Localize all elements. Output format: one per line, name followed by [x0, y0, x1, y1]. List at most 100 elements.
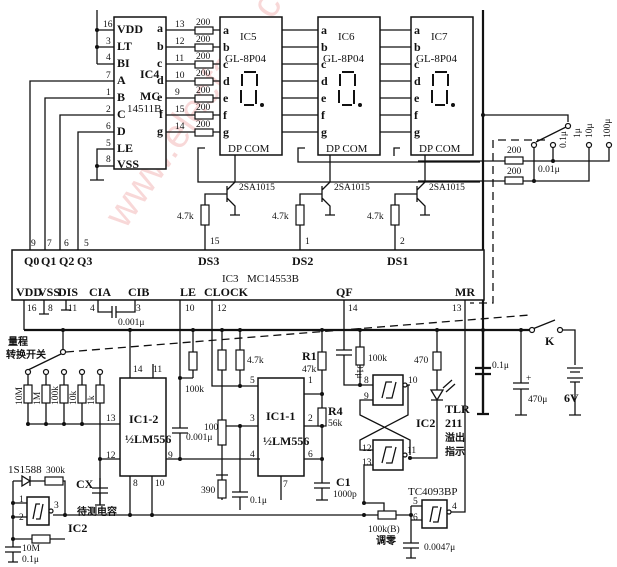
range-switch: 200 200 0.01μ 0.1μ 1μ 10μ 100μ	[418, 119, 613, 185]
ic4-pin-num: 6	[106, 122, 111, 132]
ic4-pin-num: 4	[106, 53, 111, 63]
ic3-ds2: DS2	[292, 254, 313, 268]
ic4-pin-num: 3	[106, 37, 111, 47]
r1-val: 47k	[302, 365, 317, 375]
led-desc: 溢出	[445, 431, 465, 444]
r10m-label: 10M	[22, 544, 41, 554]
ic3-ds3: DS3	[198, 254, 219, 268]
display-pin-label: d	[321, 74, 328, 88]
le-cap-label: 0.001μ	[186, 433, 212, 443]
r4-label: R4	[328, 404, 343, 418]
r-200-2: 200	[507, 167, 522, 177]
base-resistor-label: 4.7k	[272, 212, 289, 222]
range-resistor	[23, 384, 33, 404]
cap-0.1u-label: 0.1μ	[492, 361, 509, 371]
ic3-pin-num: 8	[48, 304, 53, 314]
decimal-point	[260, 103, 264, 107]
segment-resistor-label: 200	[196, 52, 211, 62]
pin: 7	[283, 480, 288, 490]
display-pin-label: a	[223, 23, 229, 37]
display-6	[317, 16, 381, 156]
display-part: GL-8P04	[323, 53, 364, 65]
pin: 2	[308, 414, 313, 424]
pin: 13	[362, 458, 372, 468]
pin: 10	[408, 376, 418, 386]
range-switch-contact	[60, 368, 68, 376]
transistor-part: 2SA1015	[429, 183, 465, 193]
display-pin-label: e	[223, 91, 229, 105]
base-resistor	[390, 204, 400, 226]
ic4-out-num: 9	[175, 88, 180, 98]
display-part: GL-8P04	[225, 53, 266, 65]
ic4-out-label: g	[157, 124, 163, 138]
ic3-pin-num: 3	[136, 304, 141, 314]
display-name: IC6	[338, 31, 355, 43]
range-resistor-label: 1k	[87, 395, 97, 405]
cap-470u-label: 470μ	[528, 395, 547, 405]
r4-val: 56k	[328, 419, 343, 429]
ic4-pin-label: C	[117, 107, 126, 121]
range-switch-contact	[96, 368, 104, 376]
switch-pos-label: 0.1μ	[559, 131, 569, 148]
ic3-pin-num: 16	[27, 304, 37, 314]
ic3-pin-label: CIB	[128, 285, 149, 299]
r47k-label: 4.7k	[247, 356, 264, 366]
range-switch-label: 转换开关	[6, 348, 46, 361]
display-pin-label: c	[321, 57, 327, 71]
ic4-out-num: 14	[175, 122, 185, 132]
r300k-label: 300k	[46, 466, 65, 476]
diode-label: 1S1588	[8, 464, 42, 476]
ic4-pin-label: VSS	[117, 157, 139, 171]
ic4-pin-label: LT	[117, 39, 132, 53]
ic1-1-timer: IC1-1 ½LM556 5 1 3 2 4 6 7	[250, 376, 313, 490]
oscillator: 1S1588 300k 10M 0.1μ IC2 1 2 3	[5, 464, 87, 565]
pin: 1	[308, 376, 313, 386]
power-section: 0.1μ + 470μ 6V	[475, 328, 583, 416]
ic3-pin-num: 2	[400, 237, 405, 247]
ic3-pin-num: 13	[452, 304, 462, 314]
c1-val: 1000p	[333, 490, 357, 500]
ic4-pin-label: VDD	[117, 22, 143, 36]
pin: 9	[168, 451, 173, 461]
segment-resistor-label: 200	[196, 120, 211, 130]
r1-label: R1	[302, 349, 317, 363]
display-name: IC5	[240, 31, 257, 43]
ic4-pin-num: 1	[106, 88, 111, 98]
seven-segment-glyph	[431, 71, 449, 106]
ic3-pin-num: 11	[68, 304, 77, 314]
pin: 4	[452, 502, 457, 512]
battery-label: 6V	[564, 391, 579, 405]
display-pin-label: b	[321, 40, 328, 54]
switch-pos-label: 1μ	[573, 128, 583, 138]
power-switch-label[interactable]: K	[545, 334, 555, 348]
ic4-name: IC4	[140, 67, 159, 81]
zero-adjust[interactable]: 100k(B) 调零 5 6 4 TC4093BP 0.0047μ	[340, 486, 458, 559]
ic4-pin-num: 8	[106, 155, 111, 165]
ic2-latch: 8 9 10 12 13 11 IC2	[362, 374, 435, 471]
ic3-pin-num: 5	[84, 239, 89, 249]
pin: 5	[413, 497, 418, 507]
ic4-pin-label: B	[117, 90, 125, 104]
ic4-pin-num: 2	[106, 105, 111, 115]
ic2-name: IC2	[416, 416, 435, 430]
led-res-label: 470	[414, 356, 429, 366]
ic1-2-timer: IC1-2 ½LM556 14 11 13 12 9 8 10	[106, 365, 173, 489]
display-pin-label: f	[321, 108, 326, 122]
range-resistor	[59, 384, 69, 404]
ic3-pin-label: CIA	[89, 285, 111, 299]
transistor-2	[299, 155, 335, 250]
range-resistor-label: 1M	[33, 391, 43, 405]
ic3-pin-num: 4	[90, 304, 95, 314]
display-pin-label: e	[414, 91, 420, 105]
ic1-1-name: IC1-1	[266, 409, 295, 423]
c-0.01u: 0.01μ	[538, 165, 560, 175]
range-resistor-label: 10k	[69, 391, 79, 406]
pin: 14	[133, 365, 143, 375]
display-pin-label: f	[414, 108, 419, 122]
display-pin-label: g	[223, 125, 229, 139]
cx-desc: 待测电容	[77, 505, 117, 518]
ic4-out-num: 15	[175, 105, 185, 115]
